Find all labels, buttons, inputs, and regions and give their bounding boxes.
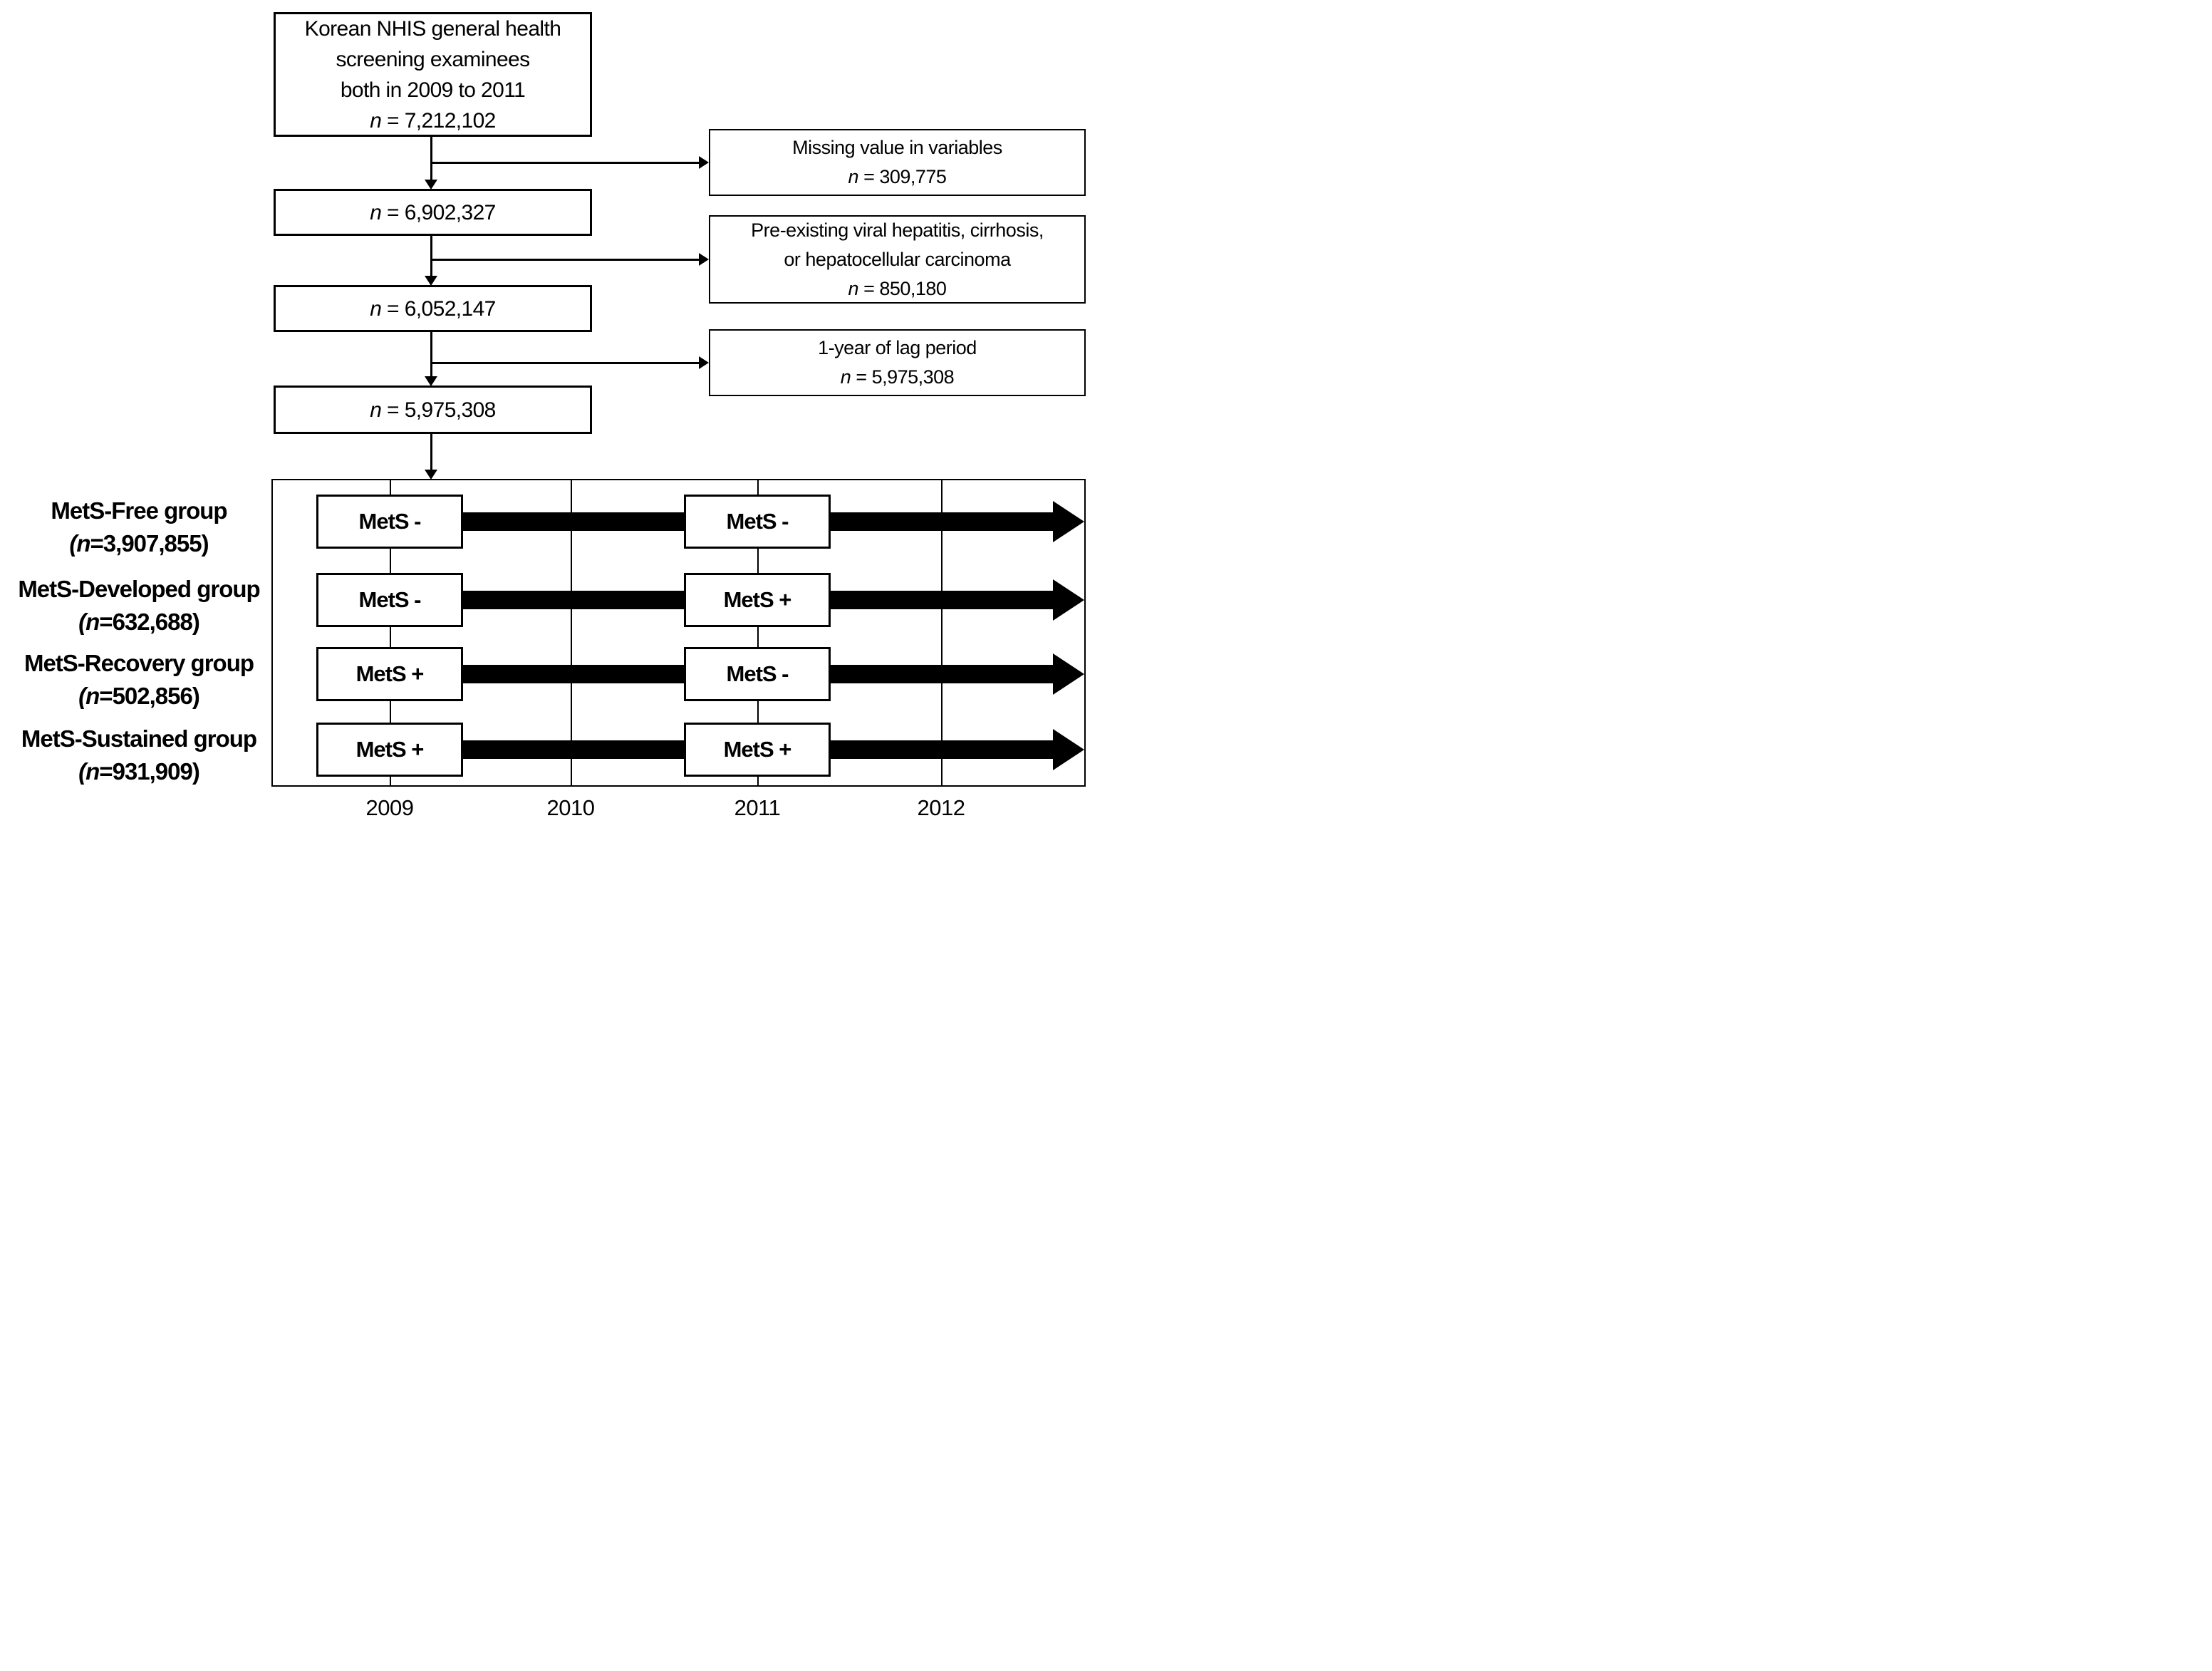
gridline-2009 [390, 480, 391, 785]
arrow-right-icon-1 [699, 156, 709, 169]
group-1-arrowhead-icon [1053, 501, 1084, 542]
step-box-3: n = 5,975,308 [274, 386, 592, 434]
group-2-status-2011: MetS + [684, 573, 831, 627]
step-box-1: n = 6,902,327 [274, 189, 592, 236]
arrow-down-icon-2 [425, 276, 437, 286]
group-1-n-count: (n=3,907,855) [69, 530, 209, 557]
step-2-n-count: n = 6,052,147 [370, 296, 496, 321]
exclusion-box-lag-period: 1-year of lag period n = 5,975,308 [709, 329, 1086, 396]
arrow-down-icon-1 [425, 180, 437, 190]
connector-vline-4 [430, 434, 432, 471]
group-4-status-2009: MetS + [316, 723, 463, 777]
group-2-label: MetS-Developed group (n=632,688) [4, 573, 274, 638]
exclusion-box-missing-values: Missing value in variables n = 309,775 [709, 129, 1086, 196]
group-1-name: MetS-Free group [51, 497, 227, 524]
group-4-n-count: (n=931,909) [78, 758, 200, 785]
cohort-flow-figure: Korean NHIS general health screening exa… [0, 0, 1106, 836]
exclusion-2-line-1: Pre-existing viral hepatitis, cirrhosis, [751, 219, 1044, 241]
arrow-down-icon-4 [425, 470, 437, 480]
year-label-2011: 2011 [734, 795, 781, 820]
exclusion-1-n-count: n = 309,775 [848, 166, 947, 187]
exclusion-box-preexisting-disease: Pre-existing viral hepatitis, cirrhosis,… [709, 215, 1086, 304]
group-2-n-count: (n=632,688) [78, 609, 200, 635]
exclusion-branch-line-3 [431, 362, 700, 364]
source-line-3: both in 2009 to 2011 [340, 78, 526, 102]
group-4-arrowhead-icon [1053, 729, 1084, 770]
gridline-2012 [941, 480, 943, 785]
group-3-arrowhead-icon [1053, 653, 1084, 695]
source-population-box: Korean NHIS general health screening exa… [274, 12, 592, 137]
year-label-2009: 2009 [365, 795, 414, 820]
group-1-status-2011: MetS - [684, 495, 831, 549]
step-box-2: n = 6,052,147 [274, 285, 592, 332]
connector-vline-3 [430, 332, 432, 378]
exclusion-1-line: Missing value in variables [792, 137, 1002, 158]
exclusion-3-n-count: n = 5,975,308 [840, 366, 955, 388]
group-3-status-2009: MetS + [316, 647, 463, 701]
group-4-label: MetS-Sustained group (n=931,909) [4, 723, 274, 788]
group-1-label: MetS-Free group (n=3,907,855) [4, 495, 274, 560]
step-1-n-count: n = 6,902,327 [370, 200, 496, 224]
source-n-count: n = 7,212,102 [370, 108, 496, 133]
exclusion-branch-line-1 [431, 162, 700, 164]
connector-vline-2 [430, 236, 432, 277]
step-3-n-count: n = 5,975,308 [370, 398, 496, 422]
year-label-2012: 2012 [917, 795, 965, 820]
exclusion-2-n-count: n = 850,180 [848, 277, 947, 299]
gridline-2011 [757, 480, 759, 785]
group-2-status-2009: MetS - [316, 573, 463, 627]
exclusion-3-line: 1-year of lag period [818, 337, 977, 358]
group-3-name: MetS-Recovery group [24, 650, 254, 676]
connector-vline-1 [430, 137, 432, 181]
group-2-arrowhead-icon [1053, 579, 1084, 621]
gridline-2010 [571, 480, 572, 785]
arrow-right-icon-2 [699, 253, 709, 266]
exclusion-2-line-2: or hepatocellular carcinoma [784, 248, 1011, 270]
arrow-right-icon-3 [699, 356, 709, 369]
group-1-status-2009: MetS - [316, 495, 463, 549]
group-4-name: MetS-Sustained group [21, 725, 257, 752]
source-line-1: Korean NHIS general health [304, 16, 561, 41]
exclusion-branch-line-2 [431, 259, 700, 261]
source-line-2: screening examinees [336, 47, 530, 71]
group-3-status-2011: MetS - [684, 647, 831, 701]
arrow-down-icon-3 [425, 376, 437, 386]
group-3-label: MetS-Recovery group (n=502,856) [4, 647, 274, 713]
group-4-status-2011: MetS + [684, 723, 831, 777]
group-3-n-count: (n=502,856) [78, 683, 200, 709]
year-label-2010: 2010 [546, 795, 595, 820]
group-2-name: MetS-Developed group [18, 576, 260, 602]
